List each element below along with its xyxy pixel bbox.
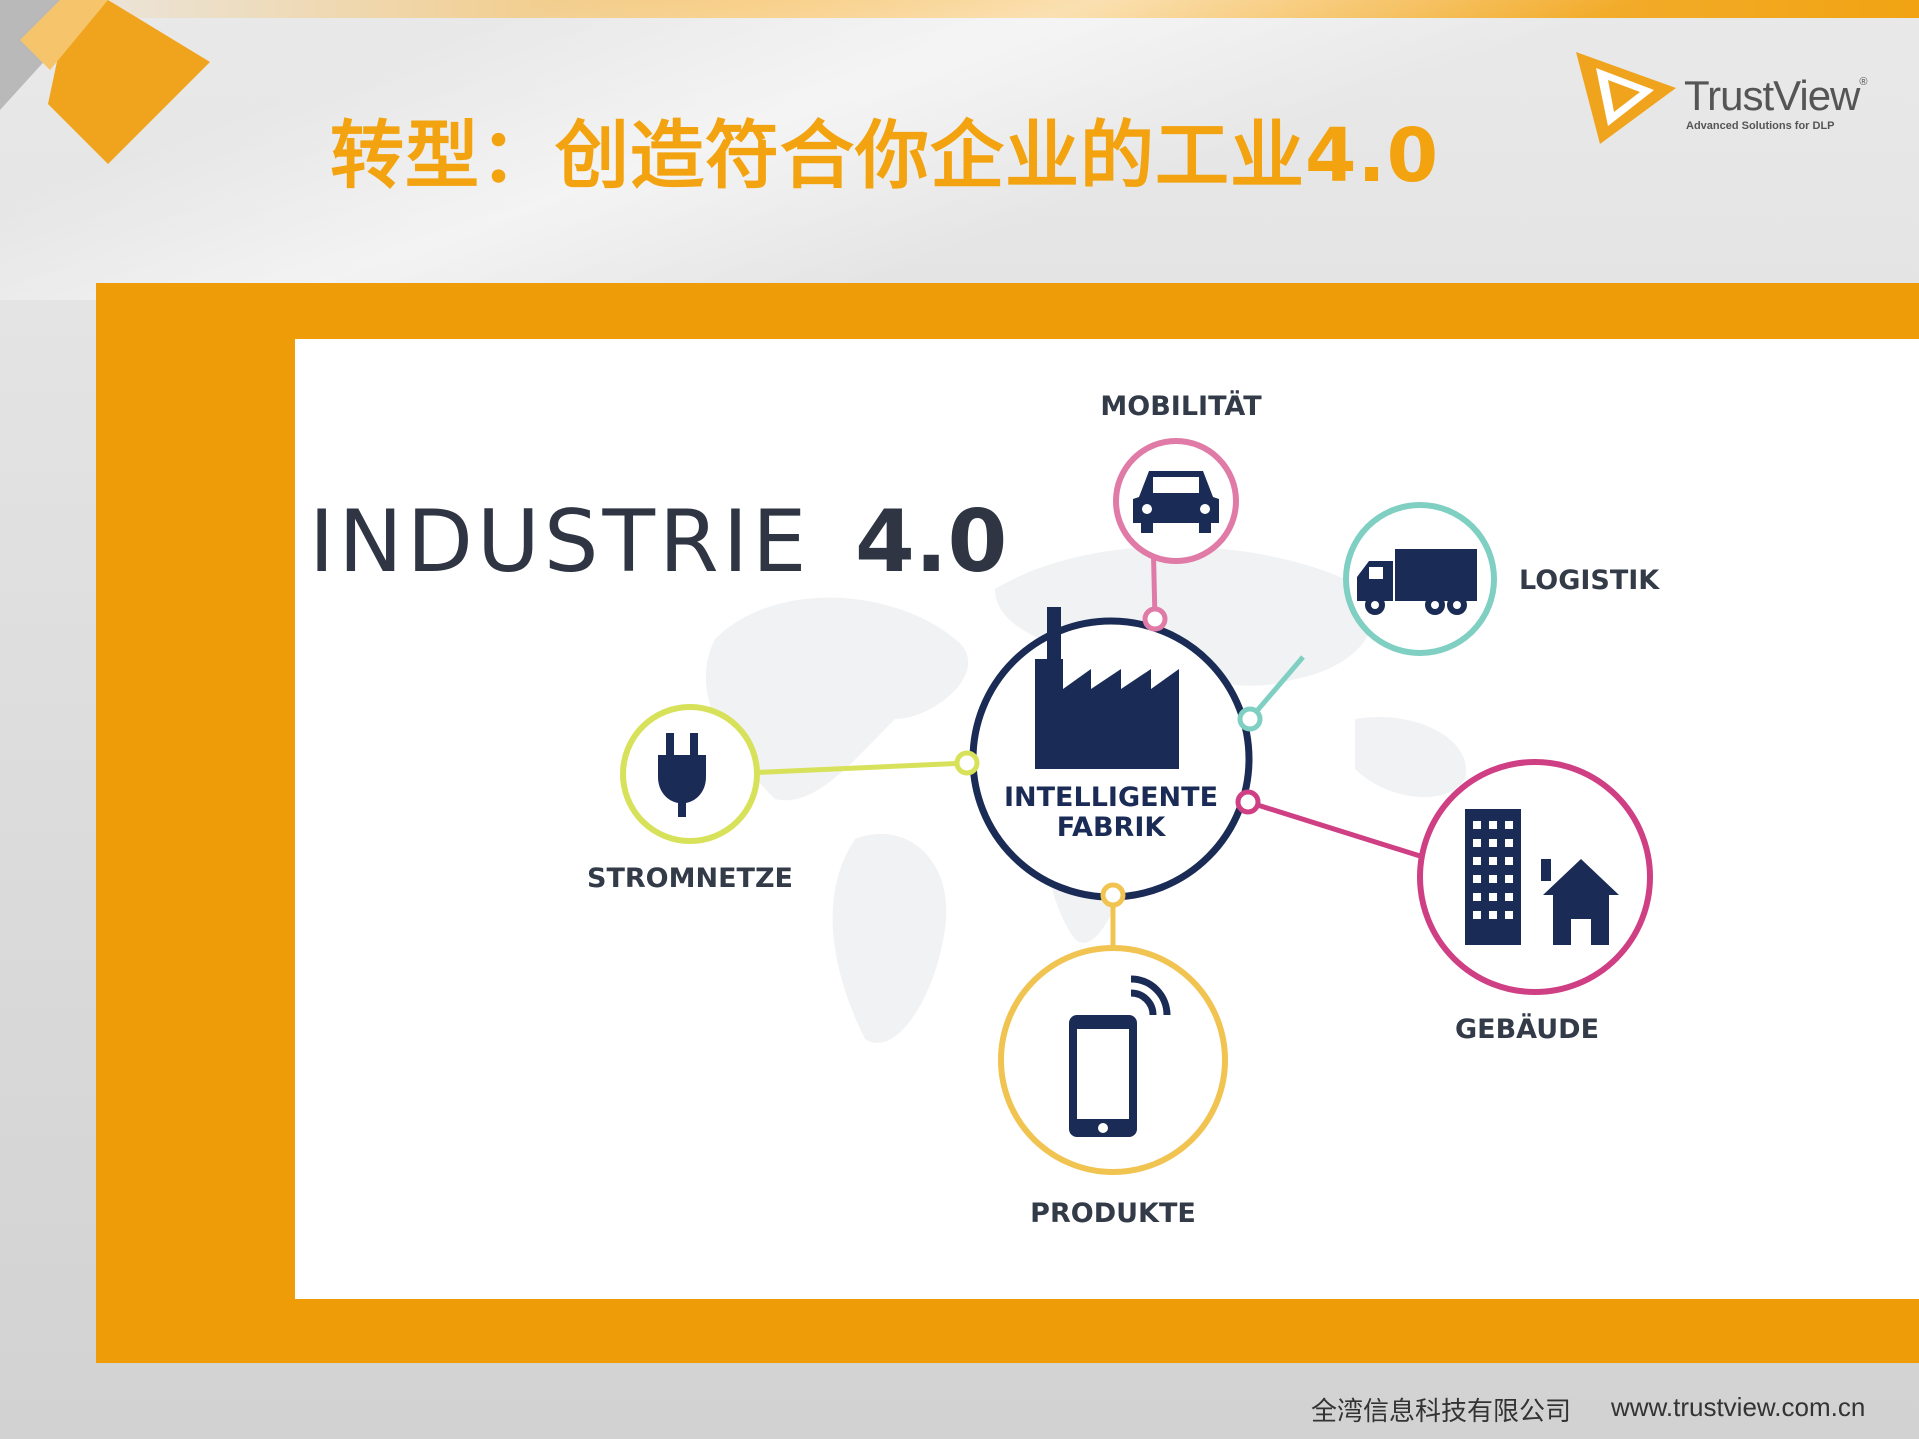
center-label-line1: INTELLIGENTE [1004, 782, 1218, 813]
connector-gebaeude [1247, 799, 1421, 859]
footer-company: 全湾信息科技有限公司 [1311, 1397, 1572, 1427]
power-plug-icon [658, 733, 706, 817]
logo-tagline: Advanced Solutions for DLP [1686, 120, 1835, 132]
truck-icon [1357, 549, 1477, 615]
node-gebaeude-circle [1417, 759, 1653, 995]
node-mobilitaet-label: MOBILITÄT [1100, 390, 1262, 422]
joint-gebaeude [1235, 789, 1261, 815]
slide-title: 转型：创造符合你企业的工业4.0 [330, 113, 1440, 199]
joint-logistik [1237, 706, 1263, 732]
logo-wordmark: TrustView® [1684, 72, 1868, 119]
footer-url: www.trustview.com.cn [1611, 1392, 1866, 1422]
joint-mobilitaet [1142, 606, 1168, 632]
diagram-panel: INDUSTRIE 4.0 INTELLIGENTE FABRIK [295, 339, 1919, 1299]
trustview-logo: TrustView® Advanced Solutions for DLP [1568, 44, 1888, 154]
joint-stromnetze [954, 750, 980, 776]
background-light-wedge [0, 0, 1919, 300]
node-logistik-label: LOGISTIK [1519, 565, 1660, 596]
node-gebaeude-label: GEBÄUDE [1455, 1013, 1599, 1045]
node-stromnetze-label: STROMNETZE [587, 863, 793, 894]
trustview-logo-mark-icon [1576, 52, 1676, 144]
node-produkte-label: PRODUKTE [1030, 1198, 1196, 1229]
joint-produkte [1100, 882, 1126, 908]
connector-stromnetze [744, 760, 968, 776]
factory-icon [1035, 607, 1179, 769]
buildings-icon [1465, 809, 1619, 945]
car-icon [1133, 471, 1219, 533]
industrie-4-diagram: INDUSTRIE 4.0 INTELLIGENTE FABRIK [309, 390, 1660, 1229]
diagram-heading-bold: 4.0 [855, 492, 1007, 592]
connector-logistik [1248, 655, 1305, 721]
smartphone-icon [1069, 975, 1171, 1137]
diagram-heading-light: INDUSTRIE [309, 492, 810, 592]
world-map-background [705, 546, 1467, 1043]
corner-diamond-decoration [0, 0, 210, 164]
center-label-line2: FABRIK [1057, 812, 1167, 843]
